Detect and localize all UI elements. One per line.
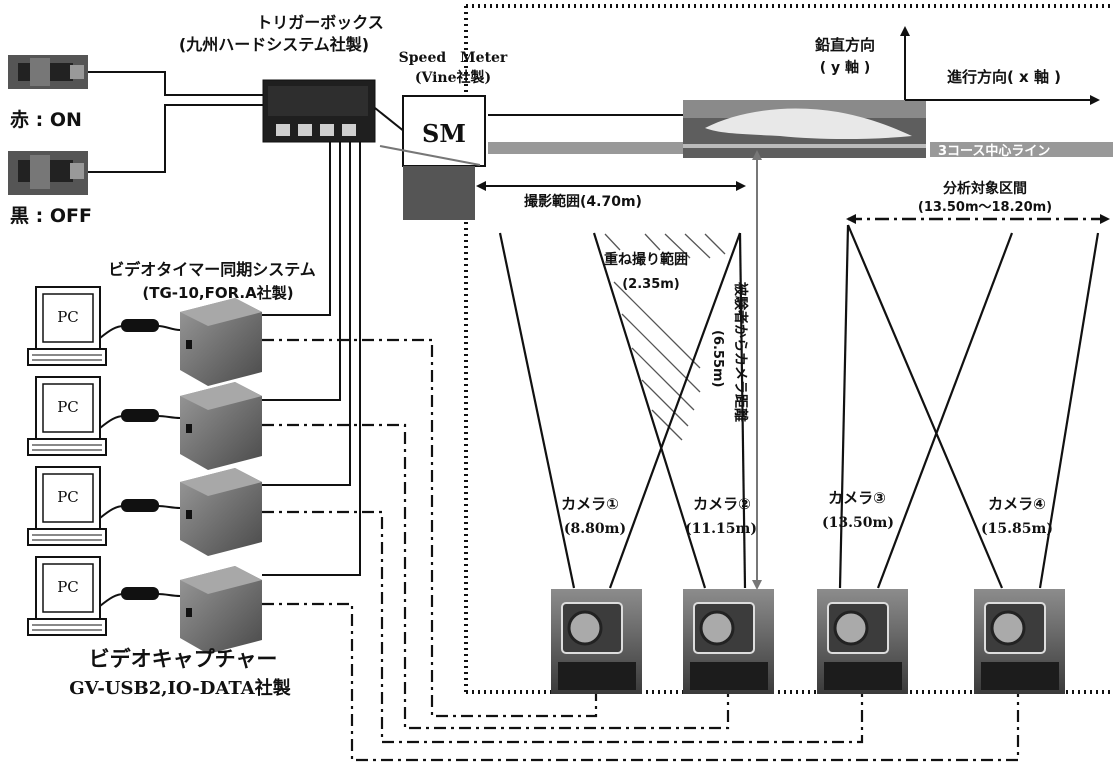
pc-2-label: PC: [57, 398, 79, 416]
camera-4-icon: [974, 589, 1065, 694]
svg-text:カメラ②: カメラ②: [693, 495, 751, 513]
sync-system-title: ビデオタイマー同期システム: [108, 260, 316, 279]
analysis-section-range: (13.50m〜18.20m): [918, 200, 1052, 215]
pc-1-icon: [28, 287, 106, 365]
black-button-label: 黒 : OFF: [10, 205, 92, 227]
speed-meter-maker: (Vine社製): [415, 69, 491, 86]
pc-2-icon: [28, 377, 106, 455]
sync-unit-4-icon: [180, 566, 262, 654]
camera-1-icon: [551, 589, 642, 694]
y-axis-label: ( y 軸 ): [820, 59, 871, 76]
camera-label-4: カメラ④ (15.85m): [981, 495, 1053, 537]
speed-meter-box: [380, 96, 485, 220]
sync-unit-1-icon: [180, 298, 262, 386]
lane-line-label: 3コース中心ライン: [938, 143, 1050, 159]
camera-label-2: カメラ② (11.15m): [685, 495, 757, 537]
svg-text:(13.50m): (13.50m): [822, 515, 894, 531]
analysis-section-label: 分析対象区間: [943, 180, 1027, 197]
pc-4-icon: [28, 557, 106, 635]
red-button: [8, 55, 88, 89]
black-button: [8, 151, 88, 195]
camera-label-1: カメラ① (8.80m): [561, 495, 626, 537]
camera-label-3: カメラ③ (13.50m): [822, 489, 894, 531]
trigger-box-maker: (九州ハードシステム社製): [179, 35, 369, 54]
svg-text:(15.85m): (15.85m): [981, 521, 1053, 537]
capture-title: ビデオキャプチャー: [89, 647, 278, 671]
capture-cables: [100, 320, 180, 606]
svg-text:カメラ①: カメラ①: [561, 495, 619, 513]
vertical-axis-label: 鉛直方向: [815, 36, 875, 54]
overlap-value: (2.35m): [622, 277, 680, 292]
camera-2-icon: [683, 589, 774, 694]
capture-model: GV-USB2,IO-DATA社製: [69, 677, 290, 699]
svg-text:(11.15m): (11.15m): [685, 521, 757, 537]
sync-unit-3-icon: [180, 468, 262, 556]
pc-4-label: PC: [57, 578, 79, 596]
overlap-label: 重ね撮り範囲: [604, 251, 688, 268]
trigger-box-title: トリガーボックス: [256, 13, 384, 32]
svg-text:カメラ④: カメラ④: [988, 495, 1046, 513]
sync-unit-2-icon: [180, 382, 262, 470]
pc-1-label: PC: [57, 308, 79, 326]
speed-meter-abbr: SM: [422, 119, 466, 148]
sync-system-model: (TG-10,FOR.A社製): [142, 284, 293, 302]
camera-3-icon: [817, 589, 908, 694]
video-cables: [262, 340, 1018, 760]
shooting-range-label: 撮影範囲(4.70m): [524, 193, 642, 210]
lane-line-left: [488, 142, 683, 154]
svg-text:(8.80m): (8.80m): [564, 521, 626, 537]
trigger-box: [263, 80, 375, 142]
swimmer-photo: [683, 100, 926, 158]
pc-3-icon: [28, 467, 106, 545]
pc-3-label: PC: [57, 488, 79, 506]
horizontal-axis-label: 進行方向( x 軸 ): [947, 68, 1061, 86]
svg-text:カメラ③: カメラ③: [828, 489, 886, 507]
speed-meter-title: Speed Meter: [399, 50, 508, 66]
camera-distance-value: (6.55m): [710, 330, 725, 388]
red-button-label: 赤 : ON: [10, 109, 82, 131]
